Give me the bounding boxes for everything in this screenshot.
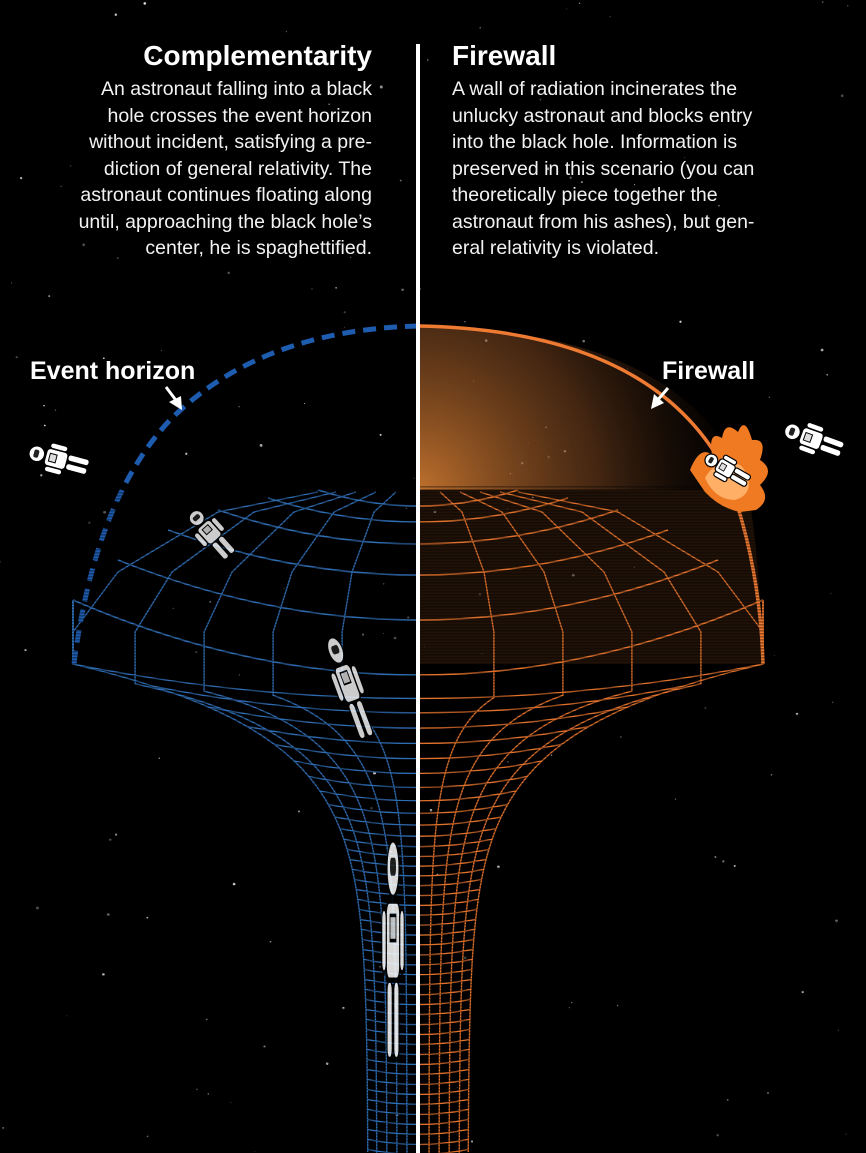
star	[820, 348, 824, 352]
star	[185, 452, 188, 455]
star	[349, 256, 352, 259]
star	[253, 141, 255, 144]
star	[54, 409, 57, 411]
star	[19, 176, 23, 180]
star	[43, 424, 46, 427]
scanline-overlay	[0, 486, 866, 1153]
firewall-description: A wall of radiation incinerates the unlu…	[452, 76, 754, 262]
star	[684, 157, 686, 159]
firewall-label: Firewall	[662, 357, 756, 385]
star	[285, 31, 287, 33]
star	[127, 192, 130, 194]
star	[634, 184, 636, 186]
star	[413, 477, 415, 479]
star	[826, 373, 829, 376]
star	[11, 282, 13, 284]
star	[160, 350, 162, 352]
star	[143, 2, 147, 5]
firewall-line: theoretically piece together the	[452, 184, 718, 206]
star	[546, 167, 550, 171]
star	[679, 320, 682, 323]
star	[328, 103, 331, 106]
star	[304, 403, 306, 405]
star	[536, 114, 538, 116]
complementarity-description: An astronaut falling into a black hole c…	[79, 76, 372, 262]
complementarity-line: An astronaut falling into a black	[100, 78, 372, 100]
star	[569, 176, 572, 179]
star	[379, 433, 382, 436]
star	[102, 357, 105, 360]
firewall-title: Firewall	[452, 40, 557, 71]
star	[539, 98, 542, 101]
star	[311, 288, 313, 290]
complementarity-line: diction of general relativity. The	[103, 157, 372, 180]
star	[609, 16, 611, 18]
firewall-line: unlucky astronaut and blocks entry	[452, 104, 753, 127]
star	[343, 311, 346, 314]
star	[238, 405, 240, 408]
star	[145, 42, 147, 44]
star	[566, 8, 568, 10]
complementarity-title: Complementarity	[143, 40, 372, 71]
firewall-line: astronaut from his ashes), but gen-	[452, 210, 755, 233]
star	[768, 396, 770, 398]
star	[427, 59, 429, 61]
star	[379, 85, 383, 89]
firewall-line: A wall of radiation incinerates the	[452, 78, 738, 100]
star	[718, 204, 720, 207]
star	[568, 87, 571, 90]
star	[40, 474, 43, 477]
complementarity-line: center, he is spaghettified.	[145, 237, 372, 259]
star	[70, 165, 72, 167]
star	[293, 119, 296, 122]
star	[840, 94, 844, 98]
firewall-line: into the black hole. Information is	[452, 131, 738, 153]
star	[335, 287, 337, 289]
star	[48, 295, 51, 298]
complementarity-line: without incident, satisfying a pre-	[89, 131, 372, 153]
star	[97, 377, 99, 379]
firewall-arrow	[651, 387, 670, 409]
event-horizon-label: Event horizon	[30, 357, 196, 385]
star	[114, 13, 118, 16]
star	[464, 320, 466, 323]
star	[151, 56, 155, 60]
firewall-line: eral relativity is violated.	[452, 237, 659, 259]
star	[514, 164, 517, 167]
event-horizon-arrow	[164, 386, 182, 410]
firewall-glow	[418, 326, 748, 490]
star	[821, 1, 824, 3]
star	[580, 181, 583, 184]
star	[399, 179, 402, 182]
complementarity-line: astronaut continues floating along	[80, 184, 372, 206]
star	[82, 243, 85, 247]
star	[401, 288, 404, 292]
star	[479, 27, 481, 29]
complementarity-line: hole crosses the event horizon	[107, 104, 373, 127]
star	[15, 356, 18, 359]
star	[227, 271, 230, 275]
star	[582, 339, 585, 343]
star	[60, 185, 62, 187]
star	[578, 2, 581, 4]
star	[259, 444, 263, 447]
star	[847, 5, 849, 7]
complementarity-line: until, approaching the black hole’s	[78, 210, 372, 233]
star	[116, 257, 119, 259]
firewall-line: preserved in this scenario (you can	[452, 157, 755, 180]
star	[343, 326, 345, 328]
star	[43, 404, 45, 407]
